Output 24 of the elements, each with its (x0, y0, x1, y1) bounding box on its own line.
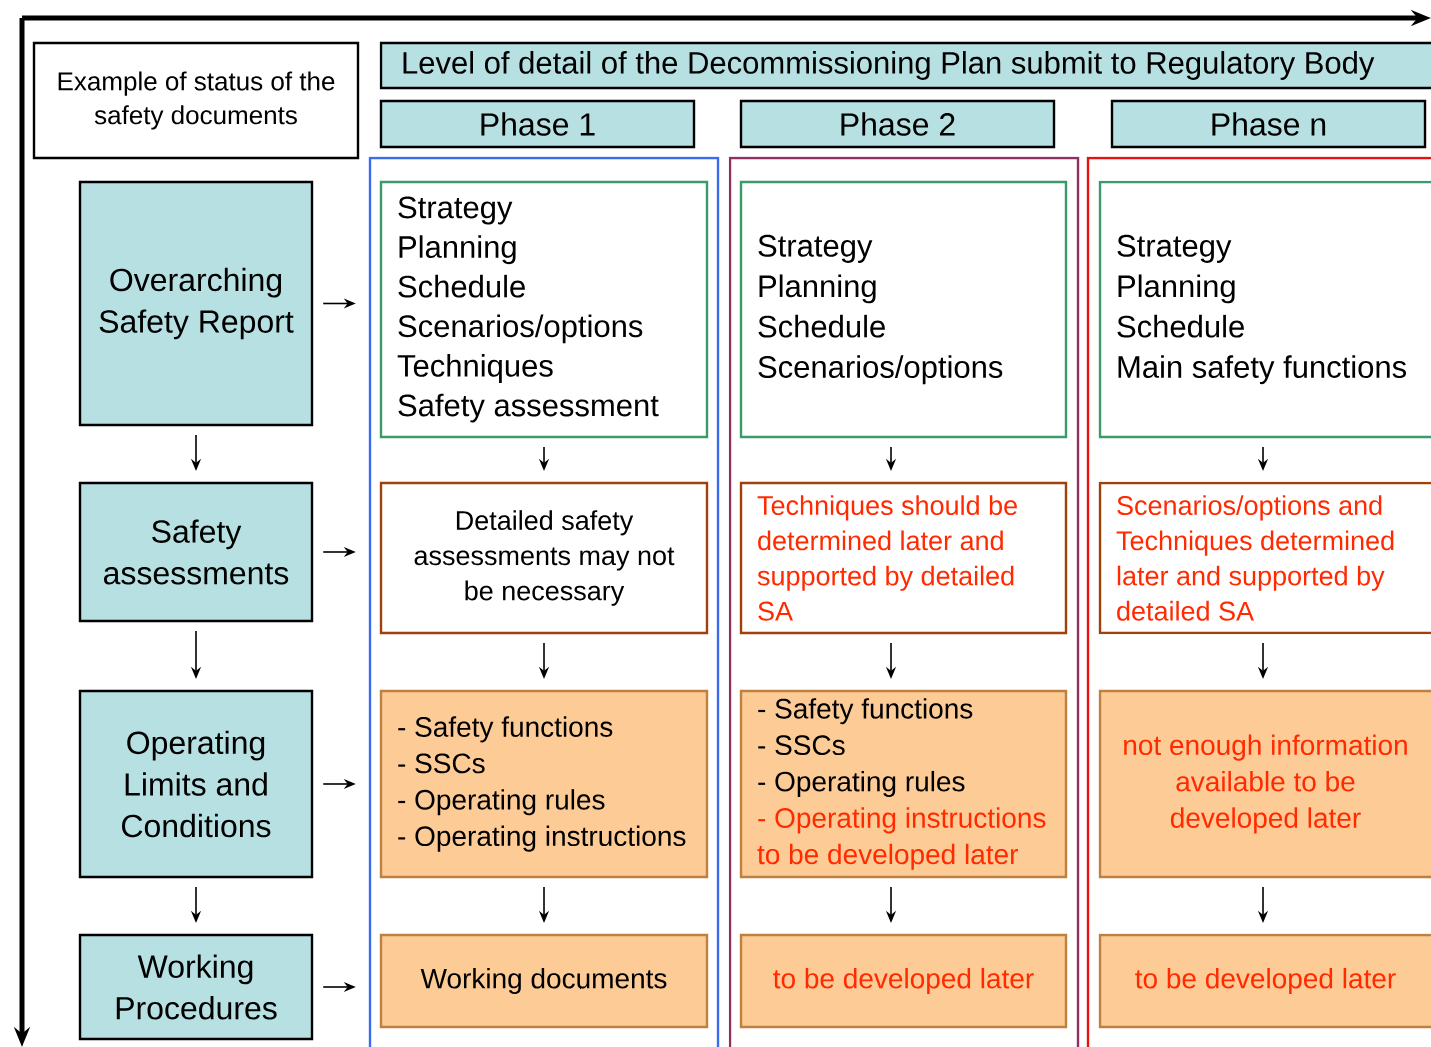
detail-box: Strategy Planning Schedule Scenarios/options Techniques Safety assessment (379, 180, 709, 439)
detail-box: Techniques should be determined later and supported by detailed SA (739, 481, 1068, 635)
document-box: Operating Limits and Conditions (78, 689, 314, 879)
phase-header: Phase 1 (379, 99, 696, 149)
detail-box: not enough information available to be developed later (1098, 689, 1431, 879)
document-box: Overarching Safety Report (78, 180, 314, 427)
detail-box: Working documents (379, 933, 709, 1029)
detail-box: Strategy Planning Schedule Scenarios/options (739, 180, 1068, 439)
detail-box: Strategy Planning Schedule Main safety functions (1098, 180, 1431, 439)
column-frame (1086, 156, 1431, 1047)
caption-box: Example of status of the safety documents (32, 41, 360, 160)
detail-box: to be developed later (739, 933, 1068, 1029)
phase-header: Phase n (1110, 99, 1427, 149)
document-box: Working Procedures (78, 933, 314, 1041)
detail-box: Scenarios/options and Techniques determined later and supported by detailed SA (1098, 481, 1431, 635)
column-frame (368, 156, 720, 1047)
column-frame (728, 156, 1080, 1047)
header-bar: Level of detail of the Decommissioning Plan submit to Regulatory Body (379, 41, 1431, 90)
detail-box: - Safety functions - SSCs - Operating rules - Operating instructions (379, 689, 709, 879)
detail-box: - Safety functions - SSCs - Operating rules - Operating instructions to be developed later (739, 689, 1068, 879)
detail-box: to be developed later (1098, 933, 1431, 1029)
detail-box: Detailed safety assessments may not be necessary (379, 481, 709, 635)
document-box: Safety assessments (78, 481, 314, 623)
phase-header: Phase 2 (739, 99, 1056, 149)
